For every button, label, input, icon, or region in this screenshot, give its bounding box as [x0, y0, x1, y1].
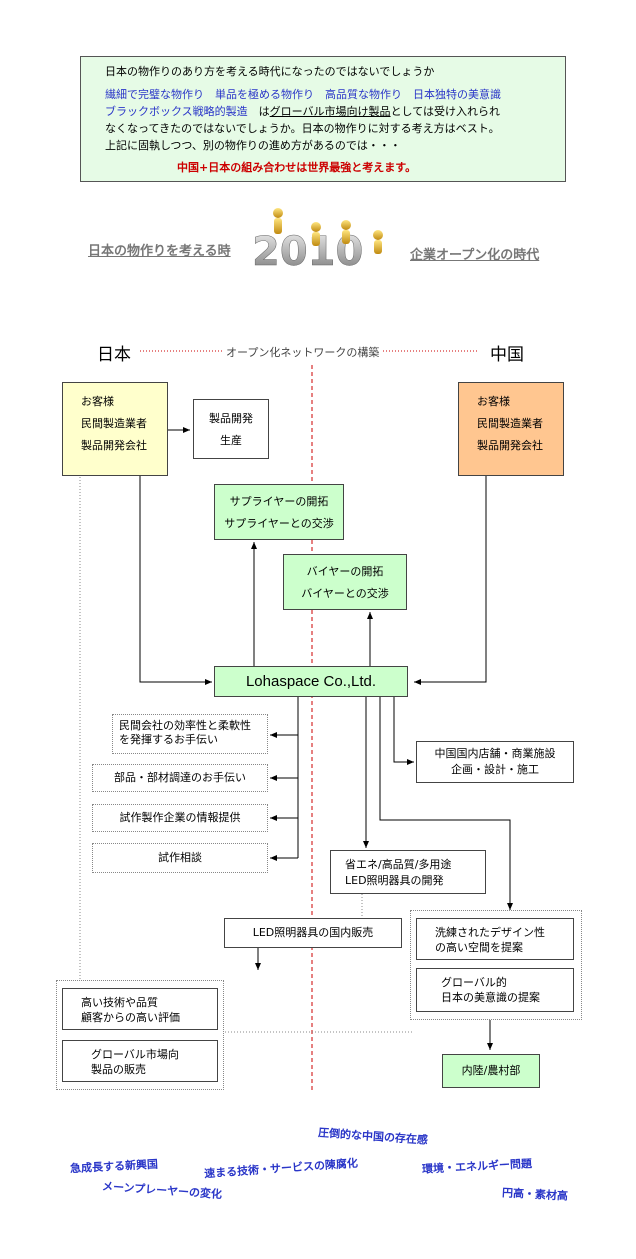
intro-line-4: なくなってきたのではないでしょうか。日本の物作りに対する考え方はベスト。	[105, 122, 500, 135]
intro-line-3-a: ブラックボックス戦略的製造	[105, 105, 248, 118]
global-sales-line-2: 製品の販売	[91, 1063, 146, 1076]
beauty-proposal-line-2: 日本の美意識の提案	[441, 991, 540, 1004]
banner-right: 企業オープン化の時代	[410, 248, 540, 263]
year-illustration: 2010	[250, 205, 400, 275]
beauty-proposal-box: グローバル的 日本の美意識の提案	[416, 968, 574, 1012]
china-shop-line-2: 企画・設計・施工	[451, 763, 539, 776]
keyword-yen-material: 円高・素材高	[501, 1186, 569, 1203]
led-dev-line-2: LED照明器具の開発	[345, 874, 444, 887]
china-customer-box: お客様 民間製造業者 製品開発会社	[458, 382, 564, 476]
china-customer-line-3: 製品開発会社	[477, 439, 543, 452]
intro-line-5: 上記に固執しつつ、別の物作りの進め方があるのでは・・・	[105, 139, 401, 152]
support-flexibility-box: 民間会社の効率性と柔軟性 を発揮するお手伝い	[112, 714, 268, 754]
china-customer-line-2: 民間製造業者	[477, 417, 543, 430]
intro-line-3-b: は	[247, 105, 270, 118]
buyer-box: バイヤーの開拓 バイヤーとの交渉	[283, 554, 407, 610]
intro-line-3-d: としては受け入れられ	[390, 105, 501, 118]
buyer-line-2: バイヤーとの交渉	[301, 587, 389, 600]
figures-icon: 2010	[252, 208, 383, 275]
supplier-box: サプライヤーの開拓 サプライヤーとの交渉	[214, 484, 344, 540]
parts-procurement-box: 部品・部材調達のお手伝い	[92, 764, 268, 792]
product-dev-box: 製品開発 生産	[193, 399, 269, 459]
intro-panel: 日本の物作りのあり方を考える時代になったのではないでしょうか 繊細で完璧な物作り…	[80, 56, 566, 182]
prototype-info-box: 試作製作企業の情報提供	[92, 804, 268, 832]
led-dev-line-1: 省エネ/高品質/多用途	[345, 858, 452, 871]
support-flexibility-line-2: を発揮するお手伝い	[119, 733, 218, 746]
intro-line-2: 繊細で完璧な物作り 単品を極める物作り 高品質な物作り 日本独特の美意識	[105, 88, 501, 101]
product-dev-line-1: 製品開発	[209, 412, 253, 425]
buyer-line-1: バイヤーの開拓	[306, 565, 384, 578]
intro-line-6: 中国+日本の組み合わせは世界最強と考えます。	[177, 161, 417, 174]
prototype-consult-box: 試作相談	[92, 843, 268, 873]
tech-quality-line-1: 高い技術や品質	[81, 996, 158, 1009]
product-dev-line-2: 生産	[220, 434, 242, 447]
china-customer-line-1: お客様	[477, 395, 510, 408]
china-shop-box: 中国国内店舗・商業施設 企画・設計・施工	[416, 741, 574, 783]
intro-line-3-c: グローバル市場向け製品	[269, 105, 391, 118]
japan-customer-line-2: 民間製造業者	[81, 417, 147, 430]
japan-customer-line-1: お客様	[81, 395, 114, 408]
design-proposal-box: 洗練されたデザイン性 の高い空間を提案	[416, 918, 574, 960]
china-label: 中国	[490, 345, 524, 365]
design-proposal-line-2: の高い空間を提案	[435, 941, 523, 954]
banner-left: 日本の物作りを考える時	[88, 244, 231, 259]
led-sale-box: LED照明器具の国内販売	[224, 918, 402, 948]
japan-customer-line-3: 製品開発会社	[81, 439, 147, 452]
intro-line-1: 日本の物作りのあり方を考える時代になったのではないでしょうか	[105, 65, 435, 78]
global-sales-box: グローバル市場向 製品の販売	[62, 1040, 218, 1082]
support-flexibility-line-1: 民間会社の効率性と柔軟性	[119, 719, 251, 732]
supplier-line-1: サプライヤーの開拓	[229, 495, 329, 508]
beauty-proposal-line-1: グローバル的	[441, 976, 507, 989]
global-sales-line-1: グローバル市場向	[91, 1048, 179, 1061]
intro-line-3: ブラックボックス戦略的製造 はグローバル市場向け製品としては受け入れられ	[105, 105, 500, 119]
network-label: オープン化ネットワークの構築	[222, 344, 384, 360]
inland-box: 内陸/農村部	[442, 1054, 540, 1088]
japan-label: 日本	[97, 345, 131, 365]
design-proposal-line-1: 洗練されたデザイン性	[435, 926, 545, 939]
tech-quality-line-2: 顧客からの高い評価	[81, 1011, 180, 1024]
japan-customer-box: お客様 民間製造業者 製品開発会社	[62, 382, 168, 476]
supplier-line-2: サプライヤーとの交渉	[224, 517, 334, 530]
tech-quality-box: 高い技術や品質 顧客からの高い評価	[62, 988, 218, 1030]
china-shop-line-1: 中国国内店舗・商業施設	[434, 747, 556, 760]
led-dev-box: 省エネ/高品質/多用途 LED照明器具の開発	[330, 850, 486, 894]
lohaspace-box: Lohaspace Co.,Ltd.	[214, 666, 408, 697]
